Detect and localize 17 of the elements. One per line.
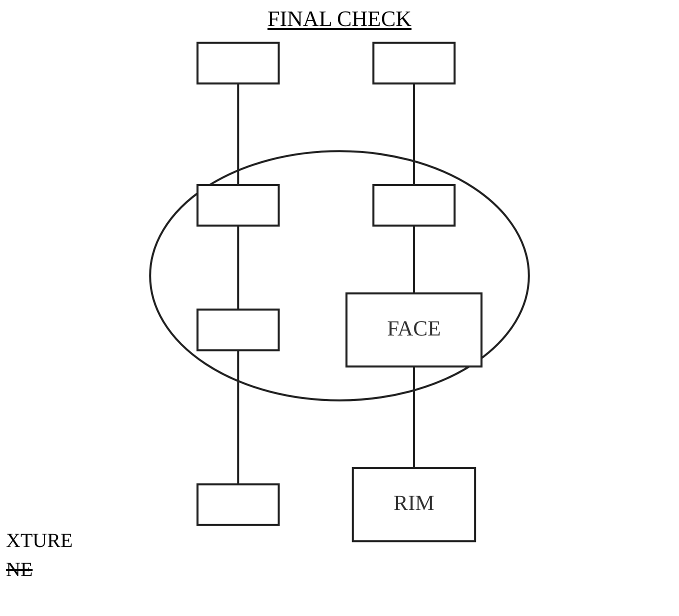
connector [412, 83, 415, 186]
node-box: FACE [345, 292, 482, 368]
connector [412, 366, 415, 468]
node-box [372, 42, 456, 84]
node-box [372, 184, 456, 227]
note-text: XTURE [6, 530, 73, 553]
connector [237, 226, 240, 310]
node-box: RIM [352, 467, 476, 542]
node-box [196, 184, 280, 227]
note-text: NE [6, 559, 34, 582]
connector [237, 83, 240, 186]
connector [237, 350, 240, 484]
node-box [196, 42, 280, 84]
connector [412, 226, 415, 294]
node-box [196, 483, 280, 526]
node-box [196, 308, 280, 352]
diagram-title: FINAL CHECK [266, 6, 413, 32]
